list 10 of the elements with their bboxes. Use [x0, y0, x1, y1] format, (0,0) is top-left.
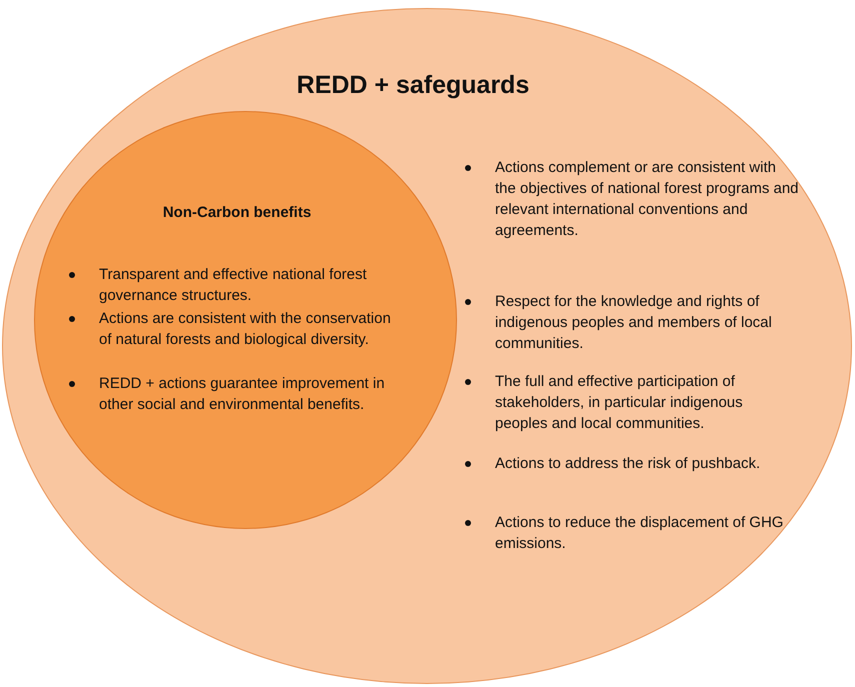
section-heading: Non-Carbon benefits — [162, 204, 312, 221]
ellipse-heading: REDD + safeguards — [296, 71, 530, 100]
bullet-item: Transparent and effective national forest governance structures. — [99, 265, 368, 306]
bullet-item: Respect for the knowledge and rights of indigenous peoples and members of local communities. — [495, 292, 773, 354]
bullet-item: Actions complement or are consistent with the objectives of national forest programs and relevant international conventions and agreements. — [495, 158, 799, 241]
bullet-item: Actions are consistent with the conservation of natural forests and biological diversity. — [99, 309, 392, 350]
bullet-item: The full and effective participation of stakeholders, in particular indigenous peoples and local communities. — [495, 372, 744, 434]
bullet-item: Actions to address the risk of pushback. — [495, 454, 762, 474]
bullet-item: REDD + actions guarantee improvement in other social and environmental benefits. — [99, 374, 386, 415]
bullet-item: Actions to reduce the displacement of GHG emissions. — [495, 513, 784, 554]
